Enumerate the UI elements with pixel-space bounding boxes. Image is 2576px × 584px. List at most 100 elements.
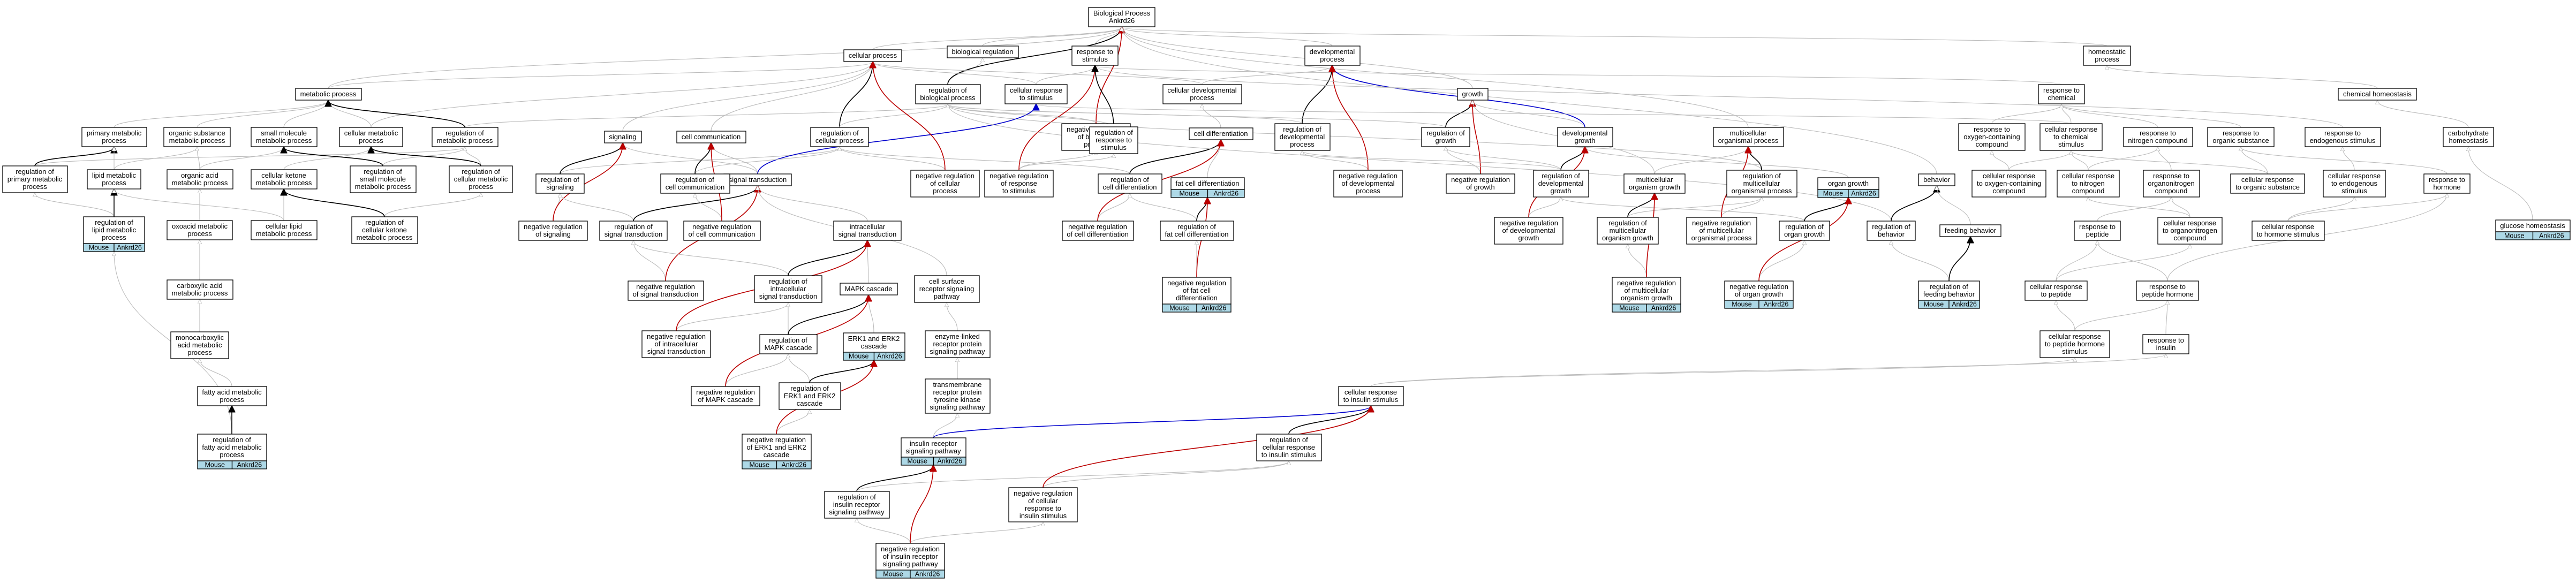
go-term-node[interactable]: signaling bbox=[604, 131, 642, 143]
go-term-node[interactable]: cell differentiation bbox=[1189, 127, 1253, 140]
go-term-node[interactable]: signal transduction bbox=[723, 173, 792, 186]
go-term-node[interactable]: cellular process bbox=[843, 49, 902, 62]
go-term-node[interactable]: biological regulation bbox=[947, 45, 1019, 58]
go-term-node[interactable]: feeding behavior bbox=[1939, 224, 2001, 237]
go-term-node[interactable]: MAPK cascade bbox=[840, 283, 898, 295]
go-term-node[interactable]: metabolic process bbox=[295, 88, 362, 101]
go-term-node[interactable]: growth bbox=[1457, 88, 1489, 101]
go-term-node[interactable]: behavior bbox=[1918, 173, 1955, 186]
go-term-node[interactable]: chemical homeostasis bbox=[2338, 88, 2417, 101]
